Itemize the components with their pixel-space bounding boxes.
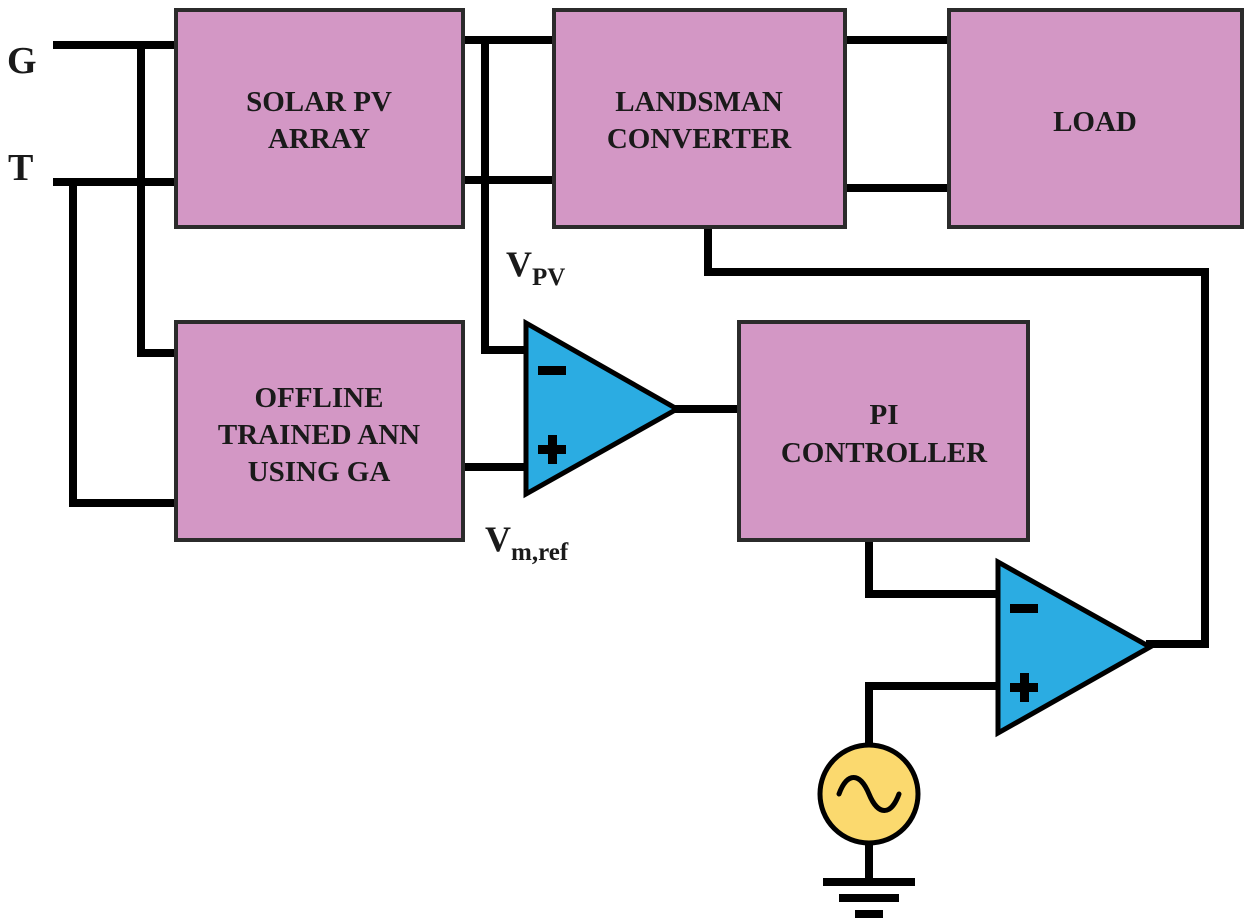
comparator-2 [995,557,1156,738]
pi-controller-block: PI CONTROLLER [737,320,1030,542]
input-t-label: T [8,147,33,189]
wires [53,36,1209,884]
wire-source-to-comparator2 [865,682,1004,756]
vpv-sub: PV [532,264,565,291]
ann-line-3: USING GA [248,456,391,488]
input-g-label: G [7,40,37,82]
wire-gate-feedback [704,224,1209,648]
plus-sign-v [1020,673,1029,702]
vref-sub: m,ref [511,539,569,566]
converter-line-2: CONVERTER [607,123,792,155]
load-label: LOAD [1053,106,1137,138]
vpv-label: VPV [506,244,565,291]
wire-pi-to-comparator2 [865,539,1004,598]
ann-line-2: TRAINED ANN [218,419,420,451]
wire-vpv-sense [481,36,532,354]
plus-sign-v [548,435,557,464]
solar-pv-block: SOLAR PV ARRAY [174,8,465,229]
wire-t-to-ann [69,178,182,507]
vref-label: Vm,ref [485,519,569,566]
ann-block: OFFLINE TRAINED ANN USING GA [174,320,465,542]
vref-main: V [485,519,511,559]
minus-sign [538,366,566,375]
ac-source-icon [817,742,921,846]
minus-sign [1010,604,1038,613]
comparator-1 [523,318,683,499]
load-block: LOAD [947,8,1244,229]
solar-pv-line-1: SOLAR PV [246,86,392,118]
converter-line-1: LANDSMAN [615,86,783,118]
converter-block: LANDSMAN CONVERTER [552,8,847,229]
ground-icon [823,878,915,918]
pi-line-2: CONTROLLER [781,437,988,469]
wire-g-to-ann [137,41,182,357]
ann-line-1: OFFLINE [255,382,384,414]
vpv-main: V [506,244,532,284]
solar-pv-line-2: ARRAY [268,123,370,155]
pi-line-1: PI [870,399,899,431]
